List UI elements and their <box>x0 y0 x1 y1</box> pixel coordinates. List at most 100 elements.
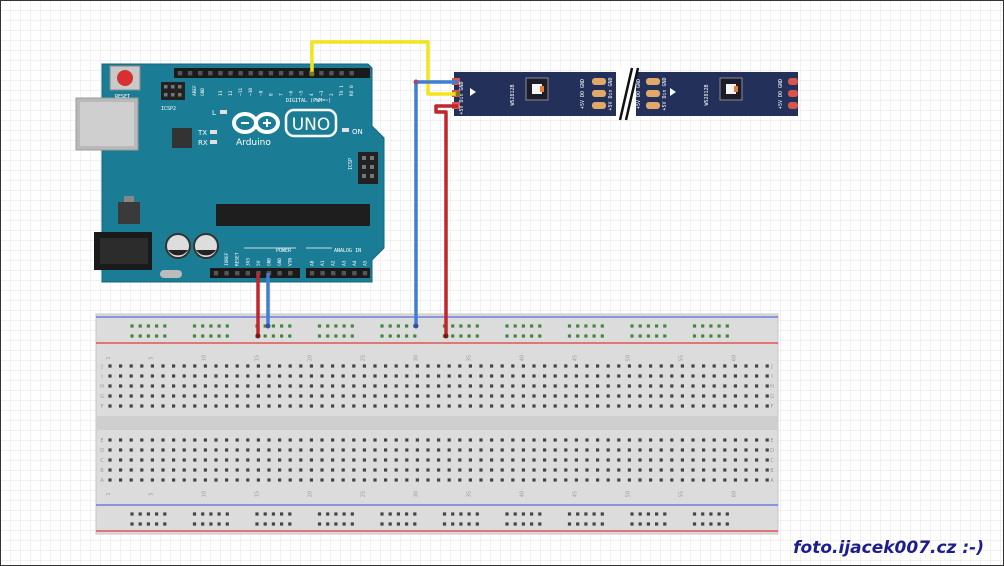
rail-hole <box>709 334 713 338</box>
breadboard-hole <box>468 438 472 442</box>
breadboard-hole <box>362 468 366 472</box>
breadboard-hole <box>543 478 547 482</box>
breadboard-hole <box>278 374 282 378</box>
rail-hole <box>505 334 509 338</box>
breadboard-hole <box>521 404 525 408</box>
breadboard-hole <box>140 458 144 462</box>
breadboard-hole <box>225 468 229 472</box>
breadboard-hole <box>447 438 451 442</box>
breadboard-hole <box>235 404 239 408</box>
breadboard-hole <box>161 468 165 472</box>
breadboard-hole <box>108 394 112 398</box>
pad-label-end: +5V DO GND <box>778 79 784 109</box>
pin-label: ~3 <box>319 90 325 96</box>
breadboard-hole <box>702 384 706 388</box>
rail-hole <box>638 324 642 328</box>
breadboard-hole <box>733 448 737 452</box>
breadboard-hole <box>203 394 207 398</box>
breadboard-hole <box>659 438 663 442</box>
pad-group-1 <box>592 78 606 109</box>
breadboard-hole <box>447 458 451 462</box>
breadboard-hole <box>691 384 695 388</box>
breadboard-hole <box>235 364 239 368</box>
breadboard-hole <box>553 364 557 368</box>
breadboard-hole <box>172 364 176 368</box>
rail-hole <box>163 324 167 328</box>
rail-hole <box>451 522 455 526</box>
breadboard-hole <box>553 458 557 462</box>
wire-5v-red-strip[interactable] <box>434 104 458 336</box>
breadboard-hole <box>320 374 324 378</box>
breadboard-hole <box>596 374 600 378</box>
breadboard-hole <box>161 448 165 452</box>
breadboard-hole <box>352 458 356 462</box>
breadboard-hole <box>150 438 154 442</box>
breadboard-hole <box>299 374 303 378</box>
breadboard-hole <box>108 374 112 378</box>
breadboard-hole <box>182 458 186 462</box>
breadboard-hole <box>755 448 759 452</box>
breadboard-hole <box>670 448 674 452</box>
rail-hole <box>709 522 713 526</box>
breadboard-hole <box>405 374 409 378</box>
wire-end-red-bb-2 <box>255 333 261 339</box>
breadboard-hole <box>235 448 239 452</box>
breadboard-hole <box>352 468 356 472</box>
breadboard-hole <box>405 438 409 442</box>
breadboard-hole <box>415 478 419 482</box>
breadboard-hole <box>564 478 568 482</box>
breadboard-hole <box>670 404 674 408</box>
rail-hole <box>288 522 292 526</box>
breadboard-hole <box>203 468 207 472</box>
breadboard-hole <box>490 404 494 408</box>
rail-hole <box>380 334 384 338</box>
rail-hole <box>263 324 267 328</box>
breadboard-hole <box>723 448 727 452</box>
rail-hole <box>350 522 354 526</box>
breadboard-hole <box>532 448 536 452</box>
breadboard-hole <box>765 394 769 398</box>
breadboard-hole <box>733 384 737 388</box>
rail-hole <box>576 334 580 338</box>
breadboard-hole <box>458 364 462 368</box>
header-pin <box>248 71 253 76</box>
breadboard-hole <box>373 384 377 388</box>
breadboard-hole <box>553 394 557 398</box>
strip-pad-label-left: +5V Din GND <box>459 81 465 114</box>
rail-hole <box>155 334 159 338</box>
rail-hole <box>467 324 471 328</box>
breadboard-hole <box>532 394 536 398</box>
breadboard-hole <box>193 478 197 482</box>
strip-break-mark-1 <box>618 67 634 121</box>
rail-hole <box>130 324 134 328</box>
icsp-pins <box>362 156 374 178</box>
breadboard-hole <box>373 394 377 398</box>
wire-data-yellow[interactable] <box>310 40 458 96</box>
breadboard-hole <box>384 438 388 442</box>
rail-hole <box>192 512 197 516</box>
rail-hole <box>717 512 721 516</box>
usb-chip <box>172 128 192 148</box>
breadboard-hole <box>649 448 653 452</box>
rail-hole <box>467 522 471 526</box>
breadboard-hole <box>500 404 504 408</box>
breadboard-hole <box>437 468 441 472</box>
breadboard-hole <box>405 394 409 398</box>
header-pin <box>224 271 229 276</box>
row-letter: B <box>770 468 774 474</box>
breadboard-hole <box>659 384 663 388</box>
breadboard-hole <box>479 384 483 388</box>
rail-hole <box>725 522 729 526</box>
rail-hole <box>146 334 150 338</box>
breadboard-hole <box>479 374 483 378</box>
breadboard-hole <box>521 478 525 482</box>
breadboard-hole <box>744 404 748 408</box>
breadboard-hole <box>532 404 536 408</box>
breadboard-hole <box>564 364 568 368</box>
breadboard-hole <box>108 468 112 472</box>
breadboard-hole <box>172 458 176 462</box>
breadboard-hole <box>140 404 144 408</box>
breadboard-hole <box>203 458 207 462</box>
rail-hole <box>405 512 409 516</box>
